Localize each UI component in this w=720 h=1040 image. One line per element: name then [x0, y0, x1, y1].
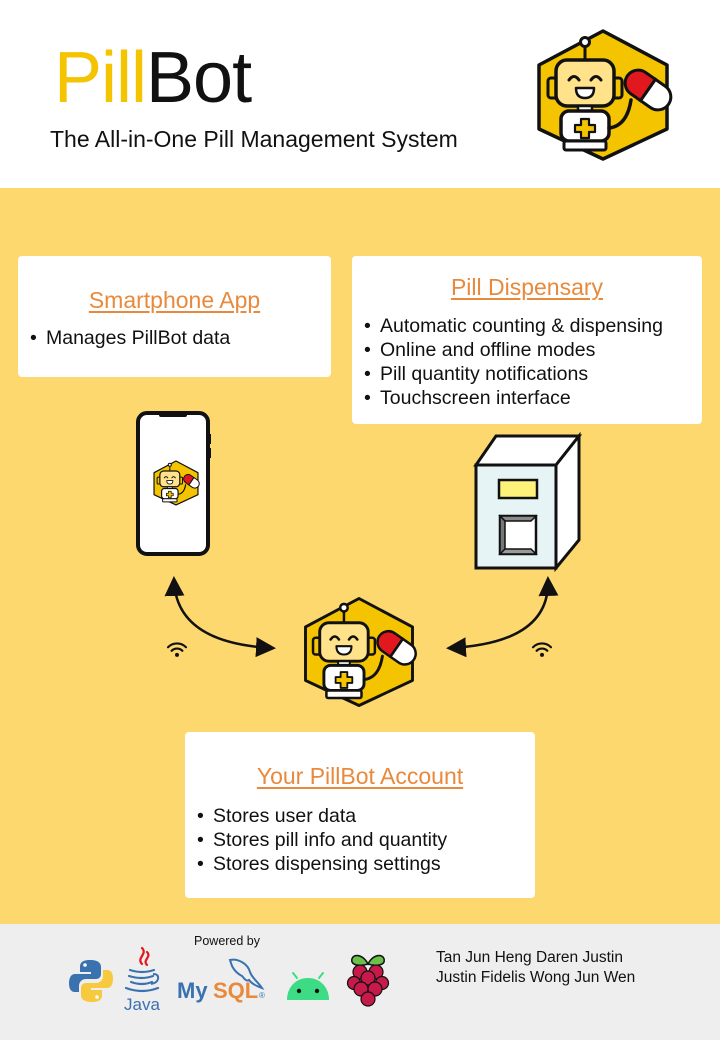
footer: Powered by Java My SQL ®: [0, 924, 720, 1040]
pillbot-account-title: Your PillBot Account: [256, 763, 464, 789]
smartphone-app-card: Smartphone App Manages PillBot data: [18, 256, 331, 377]
dispenser-to-robot-arrow: [446, 576, 559, 658]
mysql-logo-text-sql: SQL: [213, 978, 258, 1003]
java-logo-text: Java: [124, 995, 160, 1014]
python-logo-icon: [69, 960, 113, 1002]
mysql-logo-icon: My SQL ®: [177, 958, 265, 1003]
smartphone-app-title: Smartphone App: [88, 287, 261, 313]
feature-item: Automatic counting & dispensing: [364, 314, 663, 338]
app-title-bot: Bot: [146, 38, 252, 118]
wifi-icon: [531, 640, 553, 658]
pillbot-account-card: Your PillBot Account Stores user data St…: [185, 732, 535, 898]
phone-to-robot-arrow: [164, 576, 276, 658]
app-subtitle: The All-in-One Pill Management System: [50, 126, 458, 152]
app-title-pill: Pill: [54, 38, 147, 118]
app-title: PillBot: [54, 36, 252, 120]
mysql-trademark: ®: [259, 991, 265, 1000]
powered-by-label: Powered by: [194, 934, 261, 948]
dispenser-machine-icon: [473, 431, 583, 572]
connection-arrows: [164, 576, 559, 658]
raspberry-pi-logo-icon: [346, 954, 390, 1007]
pillbot-robot-logo-icon: [528, 28, 678, 162]
credit-line: Tan Jun Heng Daren Justin: [436, 949, 623, 966]
smartphone-icon: [136, 411, 211, 556]
feature-item: Pill quantity notifications: [364, 362, 663, 386]
credit-line: Justin Fidelis Wong Jun Wen: [436, 969, 636, 986]
feature-item: Touchscreen interface: [364, 386, 663, 410]
android-logo-icon: [287, 972, 329, 1000]
pill-dispensary-title: Pill Dispensary: [450, 274, 604, 300]
java-logo-icon: Java: [124, 946, 160, 1014]
wifi-icon: [166, 640, 188, 658]
pill-dispensary-features: Automatic counting & dispensing Online a…: [364, 314, 663, 410]
pill-dispensary-card: Pill Dispensary Automatic counting & dis…: [352, 256, 702, 424]
header: PillBot The All-in-One Pill Management S…: [0, 0, 720, 188]
feature-item: Stores pill info and quantity: [197, 828, 447, 852]
feature-item: Online and offline modes: [364, 338, 663, 362]
smartphone-app-features: Manages PillBot data: [30, 326, 230, 350]
diagram-panel: Smartphone App Manages PillBot data Pill…: [0, 188, 720, 924]
pillbot-account-features: Stores user data Stores pill info and qu…: [197, 804, 447, 876]
credits: Tan Jun Heng Daren Justin Justin Fidelis…: [436, 948, 635, 988]
pillbot-robot-center-icon: [296, 596, 422, 708]
feature-item: Stores user data: [197, 804, 447, 828]
feature-item: Manages PillBot data: [30, 326, 230, 350]
mysql-logo-text-my: My: [177, 978, 208, 1003]
feature-item: Stores dispensing settings: [197, 852, 447, 876]
